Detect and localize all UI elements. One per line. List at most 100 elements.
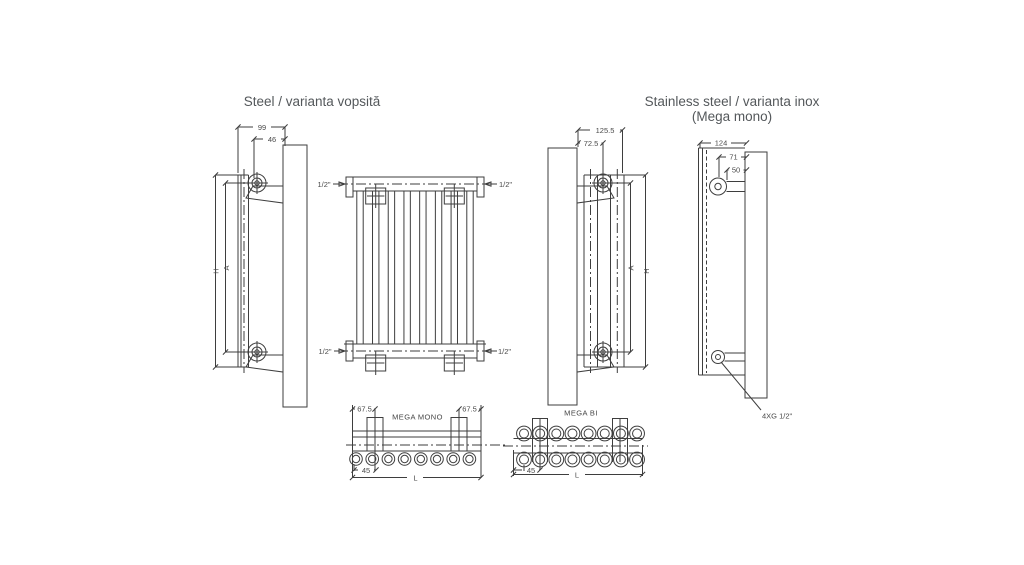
dim-length-label: L xyxy=(413,474,417,483)
connection-callouts xyxy=(333,181,497,354)
bracket-arm xyxy=(245,354,284,373)
dim-tick xyxy=(600,140,606,146)
dim-tick xyxy=(510,471,517,478)
tube-circle xyxy=(516,451,532,468)
dim-tick xyxy=(373,467,379,473)
dim-pipe-to-wall-label: 71 xyxy=(729,153,737,162)
dim-depth-total-label: 99 xyxy=(258,123,266,132)
mounting-bracket xyxy=(365,184,387,208)
dim-125-5 xyxy=(577,129,623,173)
tube-circle-inner xyxy=(567,428,578,439)
dim-tick xyxy=(716,154,722,160)
mounting-bracket xyxy=(365,351,387,375)
pipe-fitting xyxy=(711,350,745,364)
bracket-arm xyxy=(576,185,615,204)
dim-tick xyxy=(510,467,517,473)
dim-tick xyxy=(743,154,750,160)
tube-circle-inner xyxy=(551,454,562,465)
dimension-ticks xyxy=(212,124,750,481)
tube-circle-inner xyxy=(551,428,562,439)
tube-circle xyxy=(516,425,532,442)
dim-124 xyxy=(699,142,747,148)
connections-note-label: 4XG 1/2" xyxy=(762,412,793,421)
tube-circle xyxy=(564,451,581,468)
dim-depth-total-label: 124 xyxy=(715,139,728,148)
dim-tick xyxy=(212,172,219,178)
header-end-cap xyxy=(345,176,354,198)
tube-circle xyxy=(564,425,581,442)
tube-circle xyxy=(548,425,565,442)
tube-circle-inner xyxy=(599,454,610,465)
tube-circle xyxy=(462,452,477,466)
tube-circle-inner xyxy=(519,454,529,465)
connection-size-label: 1/2" xyxy=(317,180,330,189)
tube-circle xyxy=(430,452,444,466)
tube-circle xyxy=(629,451,645,468)
tube-circle xyxy=(446,452,461,466)
radiator-front-view: 1/2" 1/2" 1/2" 1/2" xyxy=(317,176,512,375)
tube-circle xyxy=(349,452,363,466)
dim-tick xyxy=(212,364,219,370)
pipe-fitting xyxy=(246,172,268,194)
dim-71 xyxy=(718,156,747,177)
tube-circle-inner xyxy=(615,454,626,465)
tube-circle-inner xyxy=(632,454,643,465)
tube-circle-inner xyxy=(384,454,393,464)
dim-tick xyxy=(349,406,356,412)
dim-tick xyxy=(697,140,703,146)
section-label: MEGA BI xyxy=(564,409,598,418)
tube-circle-inner xyxy=(615,428,626,439)
dim-tick xyxy=(575,127,581,133)
tube-circle-inner xyxy=(432,454,442,464)
dim-tick xyxy=(222,180,229,186)
tube-circle-inner xyxy=(449,454,458,464)
dim-height-label: H xyxy=(212,268,221,273)
dim-tick xyxy=(627,180,634,186)
dim-end-right-label: 67.5 xyxy=(462,405,477,414)
dim-A xyxy=(605,182,631,353)
dim-tick xyxy=(222,349,229,355)
title-steel: Steel / varianta vopsită xyxy=(244,94,381,109)
tube-circle-inner xyxy=(583,428,594,439)
tube-circle-inner xyxy=(519,428,529,439)
tube-circle-inner xyxy=(416,454,425,464)
dim-tick xyxy=(743,140,750,146)
dim-tick xyxy=(642,364,649,370)
tube-circle xyxy=(629,425,645,442)
dim-tick xyxy=(575,140,581,146)
dim-tick xyxy=(456,406,462,412)
dim-H xyxy=(215,174,238,368)
tube-circle xyxy=(580,451,597,468)
dim-tick xyxy=(642,172,649,178)
dim-H xyxy=(624,174,646,368)
dim-axis-label: A xyxy=(627,265,636,270)
tube-row xyxy=(349,452,477,466)
mega-bi-cross-section: MEGA BI 45 L xyxy=(503,409,648,480)
vertical-tubes xyxy=(356,191,474,344)
tube-circle xyxy=(397,452,412,466)
dim-length-label: L xyxy=(575,471,579,480)
pipe-fitting xyxy=(709,177,745,196)
dim-99 xyxy=(237,126,286,173)
tube-circle xyxy=(613,451,629,468)
dim-depth-total-label: 125.5 xyxy=(596,126,615,135)
dim-bracket-label: 45 xyxy=(362,466,370,475)
tube-circle xyxy=(580,425,597,442)
section-label: MEGA MONO xyxy=(392,413,443,422)
tube-circle xyxy=(596,451,613,468)
tube-circle xyxy=(381,452,396,466)
dim-tick xyxy=(349,474,356,481)
tube-circle-inner xyxy=(400,454,409,464)
mounting-bracket xyxy=(443,351,465,375)
mega-bi-side-view: 125.5 72.5 A H xyxy=(547,126,651,406)
title-inox-line1: Stainless steel / varianta inox xyxy=(645,94,820,109)
steel-side-view: 99 46 H A xyxy=(212,123,308,408)
dim-height-label: H xyxy=(642,268,651,273)
dim-end-left-label: 67.5 xyxy=(357,405,372,414)
dim-tick xyxy=(235,124,241,130)
wall-section xyxy=(547,147,578,406)
dim-tick xyxy=(537,467,543,473)
dim-pipe-to-wall-label: 72.5 xyxy=(584,139,599,148)
